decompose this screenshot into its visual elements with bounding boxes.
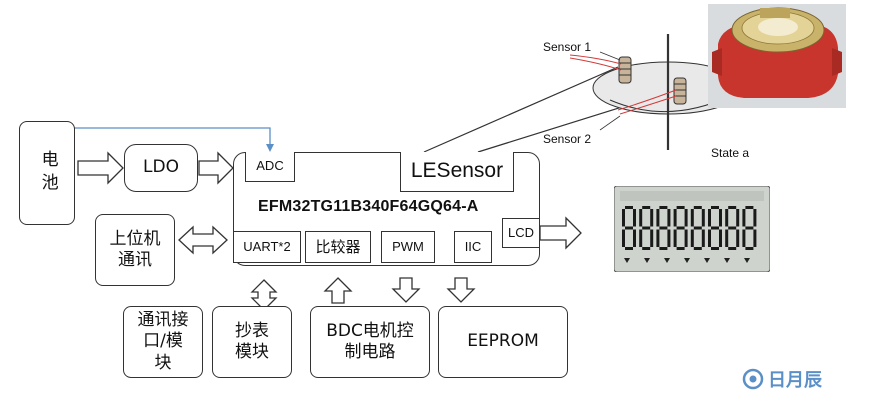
mcu-title: EFM32TG11B340F64GQ64-A (258, 198, 479, 215)
bdc-motor-label: BDC电机控制电路 (326, 320, 414, 362)
sensor1-leader (599, 51, 621, 61)
host-comm-block: 上位机通讯 (95, 214, 175, 286)
lesensor-line-1 (423, 66, 619, 153)
watermark-logo-icon (742, 368, 764, 390)
comparator-block: 比较器 (305, 231, 371, 263)
pwm-label: PWM (392, 238, 424, 254)
arrow-host-uart (178, 225, 228, 255)
arrow-ldo-mcu (198, 151, 234, 185)
arrow-bdc-comparator (323, 277, 353, 304)
sensor-wires (569, 54, 677, 115)
eeprom-label: EEPROM (467, 331, 539, 352)
state-label: State a (711, 146, 750, 160)
adc-block: ADC (245, 152, 295, 182)
lcd-digit (622, 206, 636, 250)
meter-read-block: 抄表模块 (212, 306, 292, 378)
battery-block: 电池 (19, 121, 75, 225)
comm-interface-block: 通讯接口/模块 (123, 306, 203, 378)
battery-label: 电池 (37, 150, 58, 196)
iic-label: IIC (464, 238, 482, 254)
sensor1-label: Sensor 1 (543, 40, 592, 54)
comm-interface-label: 通讯接口/模块 (137, 310, 189, 373)
lcd-digit (725, 206, 740, 250)
watermark-text: 日月辰 (768, 370, 822, 391)
lcd-digit (673, 206, 688, 250)
host-comm-label: 上位机通讯 (109, 228, 161, 270)
uart-label: UART*2 (243, 238, 291, 254)
battery-adc-arrowhead (266, 144, 274, 152)
ldo-label: LDO (143, 157, 179, 178)
lesensor-label: LESensor (410, 159, 504, 183)
lcd-digit (742, 206, 757, 250)
lcd-display (614, 186, 770, 272)
lcd-digit (639, 206, 654, 250)
lcd-digit-group (622, 206, 757, 250)
water-meter-photo (708, 4, 846, 108)
sensor2-label: Sensor 2 (543, 132, 592, 146)
lcd-digit (656, 206, 671, 250)
lesensor-block: LESensor (400, 152, 514, 192)
pwm-block: PWM (381, 231, 435, 263)
arrow-pwm-bdc (391, 277, 421, 303)
eeprom-block: EEPROM (438, 306, 568, 378)
lcd-label: LCD (507, 224, 534, 240)
comparator-label: 比较器 (315, 237, 361, 256)
lcd-block: LCD (502, 218, 540, 248)
arrow-lcd-display (539, 216, 582, 250)
uart-block: UART*2 (233, 231, 301, 263)
lcd-digit (708, 206, 722, 250)
sensor-1-coil (618, 56, 632, 84)
watermark: 日月辰 (742, 366, 822, 392)
adc-label: ADC (256, 158, 284, 174)
iic-block: IIC (454, 231, 492, 263)
bdc-motor-block: BDC电机控制电路 (310, 306, 430, 378)
arrow-battery-ldo (77, 151, 124, 185)
meter-read-label: 抄表模块 (235, 320, 269, 362)
arrow-iic-eeprom (446, 277, 476, 303)
sensor2-leader (599, 115, 621, 131)
lcd-digit (690, 206, 705, 250)
ldo-block: LDO (124, 144, 198, 192)
sensor-2-coil (673, 77, 687, 105)
